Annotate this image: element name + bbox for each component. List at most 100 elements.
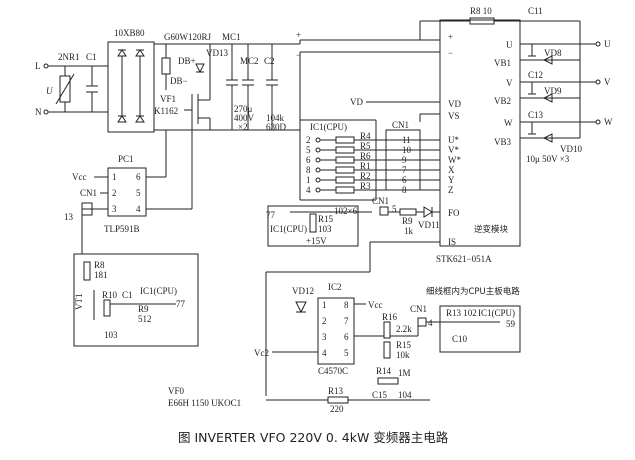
svg-text:1k: 1k (404, 226, 414, 236)
bootstrap-caps (520, 21, 581, 143)
bootstrap-cap-note: 10μ 50V ×3 (526, 154, 570, 164)
svg-text:10k: 10k (396, 350, 410, 360)
module-fo: FO (448, 208, 460, 218)
pc1-chip (107, 167, 147, 217)
bus-plus-label: + (296, 30, 301, 40)
svg-text:1: 1 (322, 300, 327, 310)
cpu-pin-terminal (315, 177, 321, 183)
svg-text:C15: C15 (372, 390, 388, 400)
vf1-label: VF1 (160, 94, 176, 104)
ic2-section: VD12 IC2 1 2 3 4 8 7 6 5 Vcc Vc2 C4570C … (254, 241, 440, 414)
svg-text:IC1(CPU): IC1(CPU) (478, 308, 515, 318)
tlp591b-label: TLP591B (104, 224, 140, 234)
fuse-db (161, 57, 171, 75)
svg-text:VD8: VD8 (544, 48, 562, 58)
resistor-label: R1 (360, 161, 371, 171)
svg-text:220: 220 (330, 404, 344, 414)
svg-text:4: 4 (136, 204, 141, 214)
svg-text:R8: R8 (94, 260, 105, 270)
svg-text:CN1: CN1 (372, 196, 389, 206)
pc1-vcc-label: Vcc (72, 172, 87, 182)
ic1-cpu-label: IC1(CPU) (310, 122, 347, 132)
db-minus-label: DB− (170, 76, 188, 86)
vd-ext-label: VD (350, 97, 363, 107)
cap-value-1: 270μ (234, 104, 253, 114)
out-w-terminal: W (604, 117, 613, 127)
pc1-label: PC1 (118, 154, 134, 164)
resistor (335, 136, 355, 144)
svg-text:IC1(CPU): IC1(CPU) (270, 224, 307, 234)
e66-label: E66H 1150 UKOC1 (168, 398, 241, 408)
cpu-pin-terminal (315, 187, 321, 193)
cpu-pin-num: 2 (306, 135, 311, 145)
module-vs: VS (448, 111, 460, 121)
svg-text:77: 77 (266, 210, 276, 220)
res-note: 102×6 (334, 206, 358, 216)
resistor-label: R5 (360, 141, 371, 151)
svg-text:5: 5 (136, 188, 141, 198)
terminal-l (43, 63, 49, 69)
svg-text:U: U (506, 40, 513, 50)
svg-text:VD12: VD12 (292, 286, 314, 296)
c2-value-1: 104k (266, 113, 285, 123)
cpu-pin-terminal (315, 167, 321, 173)
figure-caption: 图 INVERTER VFO 220V 0. 4kW 变频器主电路 (178, 430, 449, 445)
resistor (335, 186, 355, 194)
svg-text:7: 7 (344, 316, 349, 326)
svg-text:R14: R14 (376, 366, 392, 376)
svg-text:C10: C10 (452, 334, 468, 344)
resistor (335, 146, 355, 154)
r8-top-label: R8 10 (470, 6, 492, 16)
bridge-label: 10XB80 (114, 28, 145, 38)
svg-text:C1: C1 (122, 290, 133, 300)
cpu-pin-terminal (315, 137, 321, 143)
svg-text:−: − (448, 48, 453, 58)
svg-text:181: 181 (94, 270, 108, 280)
svg-text:R15: R15 (396, 340, 412, 350)
db-plus-label: DB+ (178, 56, 196, 66)
bridge-rectifier (107, 41, 155, 133)
vf0-label: VF0 (168, 386, 185, 396)
stk621-label: STK621−051A (436, 254, 492, 264)
svg-text:4: 4 (428, 318, 433, 328)
svg-text:CN1: CN1 (410, 304, 427, 314)
vc2-label: Vc2 (254, 348, 269, 358)
inverter-module: + − VD VS FO IS 逆变模块 STK621−051A U*V*W*X… (419, 6, 613, 264)
terminal-l-label: L (35, 61, 41, 71)
cn1-pin-num: 6 (402, 175, 407, 185)
pc1-cn1-label: CN1 (80, 188, 97, 198)
out-v-terminal: V (604, 77, 611, 87)
k1162-label: K1162 (154, 106, 178, 116)
svg-text:104: 104 (398, 390, 412, 400)
svg-text:59: 59 (506, 319, 516, 329)
svg-text:VD11: VD11 (418, 220, 440, 230)
resistor (335, 176, 355, 184)
svg-text:6: 6 (344, 332, 349, 342)
module-pin-label: Y (448, 175, 455, 185)
svg-text:103: 103 (104, 330, 118, 340)
svg-text:C11: C11 (528, 6, 543, 16)
svg-text:Vcc: Vcc (368, 300, 383, 310)
resistor-label: R3 (360, 181, 371, 191)
varistor-label: 2NR1 (58, 52, 80, 62)
svg-text:103: 103 (318, 224, 332, 234)
svg-text:VB1: VB1 (494, 58, 511, 68)
stk621-module (439, 19, 521, 247)
c4570c-label: C4570C (318, 366, 348, 376)
resistor (335, 156, 355, 164)
module-pin-label: U* (448, 135, 459, 145)
svg-text:R15: R15 (318, 214, 334, 224)
svg-text:R13 102: R13 102 (446, 308, 477, 318)
vt1-section: R8 181 VT1 R10 C1 IC1(CPU) 77 R9 512 103 (73, 209, 199, 347)
ac-input-section: L N 2NR1 U C1 10XB80 (35, 28, 155, 133)
c1-label: C1 (86, 52, 97, 62)
svg-text:IC1(CPU): IC1(CPU) (140, 286, 177, 296)
dc-bus-section: G60W120RJ MC1 DB+ DB− VF1 K1162 VD13 MC2… (154, 6, 560, 132)
cn1-pin-num: 9 (402, 155, 407, 165)
svg-text:VB3: VB3 (494, 137, 512, 147)
svg-text:6: 6 (136, 172, 141, 182)
resistor-label: R6 (360, 151, 371, 161)
